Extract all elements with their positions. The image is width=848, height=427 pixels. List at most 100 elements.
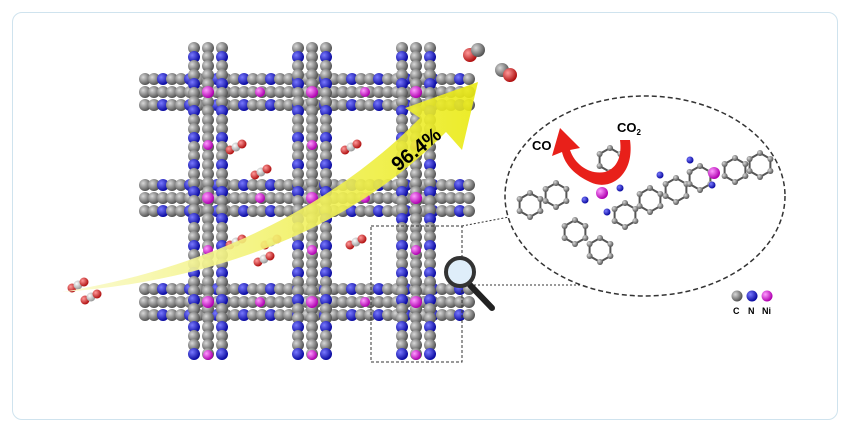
atom xyxy=(396,258,408,270)
atom xyxy=(410,258,422,270)
atom xyxy=(216,231,228,243)
atom xyxy=(256,99,268,111)
atom xyxy=(216,348,228,360)
atom xyxy=(188,240,200,252)
atom xyxy=(216,312,228,324)
carbon-atom xyxy=(582,223,589,229)
atom xyxy=(436,205,448,217)
atom xyxy=(202,330,214,342)
atom xyxy=(139,179,151,191)
carbon-atom xyxy=(721,173,728,179)
atom xyxy=(292,348,304,360)
atom xyxy=(337,99,349,111)
atom xyxy=(320,60,332,72)
atom xyxy=(188,339,200,351)
atom xyxy=(188,294,200,306)
atom xyxy=(256,283,268,295)
carbon-atom xyxy=(662,193,669,199)
atom xyxy=(216,204,228,216)
carbon-atom xyxy=(742,161,749,167)
atom xyxy=(157,283,169,295)
atom xyxy=(396,186,408,198)
atom xyxy=(265,192,277,204)
atom xyxy=(188,78,200,90)
atom xyxy=(274,179,286,191)
atom xyxy=(396,177,408,189)
atom xyxy=(346,296,358,308)
atom xyxy=(216,195,228,207)
atom xyxy=(320,285,332,297)
atom xyxy=(346,283,358,295)
atom xyxy=(202,42,214,54)
atom xyxy=(166,179,178,191)
atom xyxy=(247,99,259,111)
carbon-atom xyxy=(697,163,703,169)
atom xyxy=(306,168,318,180)
atom xyxy=(229,99,241,111)
zoom-region-box xyxy=(370,225,463,363)
atom xyxy=(247,283,259,295)
carbon-atom xyxy=(746,156,753,162)
atom xyxy=(188,213,200,225)
atom xyxy=(424,276,436,288)
carbon-atom xyxy=(572,241,578,247)
atom xyxy=(238,179,250,191)
atom xyxy=(445,205,457,217)
atom xyxy=(454,205,466,217)
atom xyxy=(355,309,367,321)
atom xyxy=(202,339,214,351)
carbon-atom xyxy=(657,191,664,197)
carbon-atom xyxy=(647,185,653,191)
atom xyxy=(216,177,228,189)
atom xyxy=(202,159,214,171)
reactant-label: CO2 xyxy=(617,120,642,137)
atom xyxy=(202,204,214,216)
atom xyxy=(238,205,250,217)
atom xyxy=(396,213,408,225)
atom xyxy=(188,204,200,216)
atom xyxy=(424,168,436,180)
atom xyxy=(166,192,178,204)
atom xyxy=(373,296,385,308)
atom xyxy=(463,296,475,308)
atom xyxy=(355,73,367,85)
atom xyxy=(188,231,200,243)
atom xyxy=(373,73,385,85)
ni-atom xyxy=(306,86,318,98)
atom xyxy=(355,283,367,295)
nitrogen-atom xyxy=(603,208,611,216)
atom xyxy=(292,249,304,261)
atom xyxy=(396,231,408,243)
atom xyxy=(346,73,358,85)
atom xyxy=(292,123,304,135)
carbon-atom xyxy=(607,253,614,259)
carbon-atom xyxy=(657,203,664,209)
atom xyxy=(202,60,214,72)
atom xyxy=(175,179,187,191)
atom xyxy=(274,86,286,98)
atom xyxy=(157,296,169,308)
atom xyxy=(166,99,178,111)
carbon-atom xyxy=(561,223,568,229)
atom xyxy=(320,78,332,90)
nitrogen-atom xyxy=(686,156,694,164)
atom xyxy=(229,86,241,98)
carbon-atom xyxy=(516,208,523,214)
atom xyxy=(306,267,318,279)
atom xyxy=(256,73,268,85)
atom xyxy=(320,231,332,243)
atom xyxy=(216,87,228,99)
atom xyxy=(175,86,187,98)
carbon-atom xyxy=(686,169,693,175)
atom xyxy=(410,69,422,81)
atom xyxy=(306,42,318,54)
atom xyxy=(306,312,318,324)
atom xyxy=(424,294,436,306)
atom xyxy=(292,267,304,279)
atom xyxy=(292,321,304,333)
atom xyxy=(337,73,349,85)
ni-atom xyxy=(306,296,318,308)
atom xyxy=(216,330,228,342)
atom xyxy=(382,192,394,204)
atom xyxy=(238,283,250,295)
